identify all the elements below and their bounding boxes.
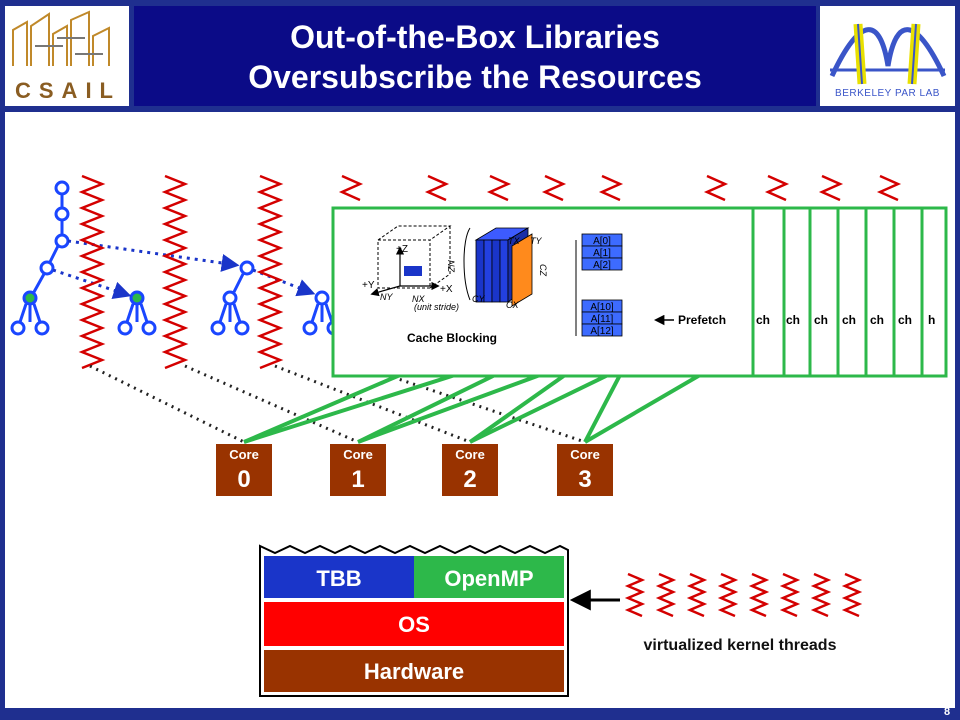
task-tree <box>210 260 255 336</box>
cache-block-stack <box>474 227 533 307</box>
core-number: 0 <box>237 466 250 493</box>
os-layer <box>264 602 564 646</box>
core-label: Core <box>570 447 600 462</box>
core-number: 3 <box>578 466 591 493</box>
title-line-1: Out-of-the-Box Libraries <box>290 19 660 55</box>
cores: Core 0 Core 1 Core 2 Core 3 <box>216 444 613 496</box>
openmp-layer <box>414 556 564 598</box>
hardware-layer <box>264 650 564 692</box>
thread-zigzag <box>764 174 790 202</box>
prefetch-repeat: ch <box>786 313 800 327</box>
prefetch-repeat: ch <box>756 313 770 327</box>
csail-building-icon <box>12 10 110 66</box>
task-tree <box>10 180 70 336</box>
array-cell-label: A[2] <box>593 260 611 271</box>
openmp-label: OpenMP <box>444 566 533 591</box>
core-number: 1 <box>351 466 364 493</box>
core-0: Core 0 <box>216 444 272 496</box>
ny-label: NY <box>380 292 393 302</box>
array-cell-label: A[12] <box>590 326 614 337</box>
parlab-wordmark: BERKELEY PAR LAB <box>835 88 940 99</box>
thread-zigzag <box>818 174 844 202</box>
parlab-logo: BERKELEY PAR LAB <box>820 6 955 106</box>
array-cells-bottom: A[10] A[11] A[12] <box>581 299 623 337</box>
tx-label: TX <box>508 236 520 246</box>
prefetch-repeat: ch <box>870 313 884 327</box>
csail-logo: CSAIL <box>5 6 129 106</box>
thread-zigzag <box>703 174 729 202</box>
thread-zigzag <box>486 174 512 202</box>
array-cell-label: A[11] <box>591 314 614 325</box>
title-bar: Out-of-the-Box Libraries Oversubscribe t… <box>134 6 816 106</box>
thread-zigzag <box>541 174 567 202</box>
prefetch-repeat: h <box>928 313 935 327</box>
core-3: Core 3 <box>557 444 613 496</box>
core-label: Core <box>343 447 373 462</box>
kernel-threads <box>624 572 863 618</box>
unit-stride-label: (unit stride) <box>414 302 459 312</box>
array-cell-label: A[1] <box>593 248 611 259</box>
cache-blocking-caption: Cache Blocking <box>407 331 497 345</box>
array-cell-label: A[10] <box>590 302 614 313</box>
axis-x-label: +X <box>440 284 453 295</box>
core-number: 2 <box>463 466 476 493</box>
kernel-thread-zigzag <box>779 572 801 618</box>
thread-zigzag <box>256 174 284 370</box>
prefetch-repeats: ch ch ch ch ch ch h <box>756 313 935 327</box>
nx-label: NX <box>412 294 425 304</box>
thread-core-mapping <box>89 364 586 444</box>
task-tree <box>117 290 157 336</box>
openmp-core-mapping <box>243 373 702 444</box>
openmp-threads <box>338 174 902 202</box>
thread-zigzag <box>424 174 450 202</box>
kernel-thread-zigzag <box>624 572 646 618</box>
tbb-threads <box>78 174 284 370</box>
kernel-threads-label: virtualized kernel threads <box>644 637 837 654</box>
thread-zigzag <box>876 174 902 202</box>
kernel-thread-zigzag <box>717 572 739 618</box>
nz-label: NZ <box>446 260 456 272</box>
tbb-layer <box>264 556 414 598</box>
prefetch-repeat: ch <box>814 313 828 327</box>
cz-label: CZ <box>538 264 548 276</box>
software-stack: TBB OpenMP OS Hardware <box>259 544 569 697</box>
thread-zigzag <box>161 174 189 370</box>
thread-zigzag <box>338 174 364 202</box>
core-label: Core <box>229 447 259 462</box>
thread-zigzag <box>78 174 106 370</box>
page-number: 8 <box>944 706 951 718</box>
prefetch-repeat: ch <box>898 313 912 327</box>
openmp-panel-main <box>331 206 755 378</box>
core-1: Core 1 <box>330 444 386 496</box>
os-label: OS <box>398 612 430 637</box>
kernel-thread-zigzag <box>686 572 708 618</box>
core-2: Core 2 <box>442 444 498 496</box>
cx-label: CX <box>506 300 519 310</box>
array-cells-top: A[0] A[1] A[2] <box>581 233 623 271</box>
thread-zigzag <box>598 174 624 202</box>
array-cell-label: A[0] <box>593 236 611 247</box>
parlab-bridge-icon <box>829 23 947 85</box>
axis-y-label: +Y <box>362 280 375 291</box>
cache-blocking-illustration: +Z +Y +X NZ NY NX (unit stride) TX TY CZ… <box>362 225 548 345</box>
ty-label: TY <box>530 236 542 246</box>
core-label: Core <box>455 447 485 462</box>
cache-block-small <box>404 266 422 276</box>
kernel-thread-zigzag <box>655 572 677 618</box>
prefetch-repeat: ch <box>842 313 856 327</box>
title-line-2: Oversubscribe the Resources <box>248 59 702 95</box>
hardware-label: Hardware <box>364 659 464 684</box>
kernel-thread-zigzag <box>810 572 832 618</box>
axis-z-label: +Z <box>396 244 408 255</box>
csail-wordmark: CSAIL <box>15 78 121 103</box>
task-trees <box>10 180 342 336</box>
kernel-thread-zigzag <box>841 572 863 618</box>
tbb-label: TBB <box>316 566 361 591</box>
prefetch-label: Prefetch <box>678 313 726 327</box>
kernel-thread-zigzag <box>748 572 770 618</box>
cy-label: CY <box>472 294 485 304</box>
